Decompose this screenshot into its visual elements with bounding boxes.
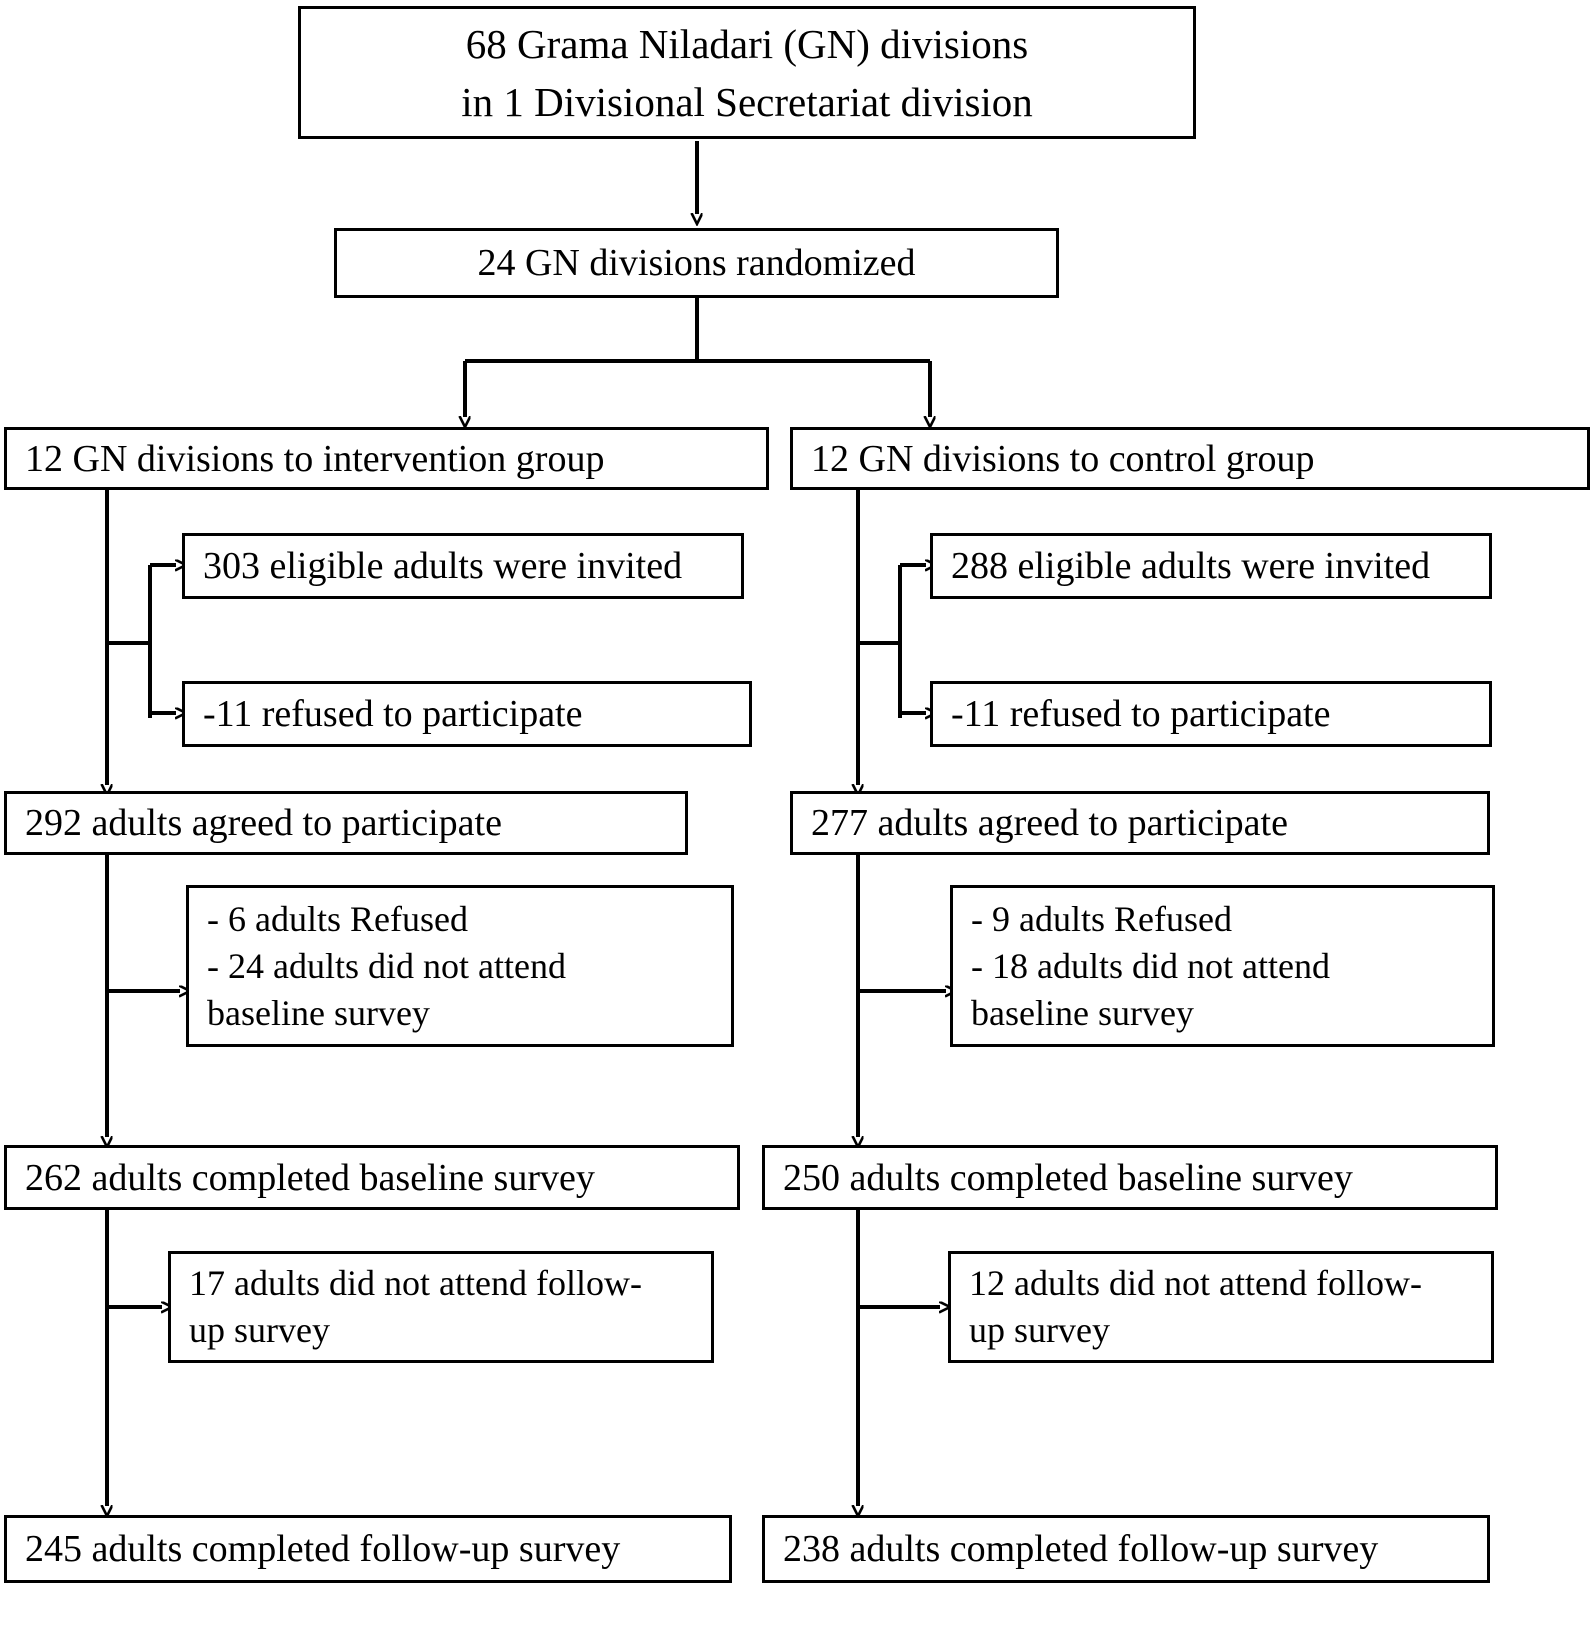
followup-completed-intervention-label: 245 adults completed follow-up survey [25, 1528, 621, 1570]
baseline-completed-intervention-label: 262 adults completed baseline survey [25, 1156, 595, 1199]
box-study-population: 68 Grama Niladari (GN) divisions in 1 Di… [298, 6, 1196, 139]
agreed-intervention-label: 292 adults agreed to participate [25, 802, 502, 844]
baseline-loss-control-line-3: baseline survey [971, 992, 1194, 1033]
followup-completed-control-label: 238 adults completed follow-up survey [783, 1528, 1379, 1570]
refused-invite-intervention-label: -11 refused to participate [203, 693, 583, 735]
agreed-control-label: 277 adults agreed to participate [811, 802, 1288, 844]
box-baseline-completed-control: 250 adults completed baseline survey [762, 1145, 1498, 1210]
followup-loss-intervention-line-2: up survey [189, 1310, 330, 1350]
invited-control-label: 288 eligible adults were invited [951, 545, 1431, 587]
box-followup-completed-control: 238 adults completed follow-up survey [762, 1515, 1490, 1583]
box-followup-losses-control: 12 adults did not attend follow- up surv… [948, 1251, 1494, 1363]
followup-loss-control-line-1: 12 adults did not attend follow- [969, 1263, 1422, 1303]
box-refused-invite-intervention: -11 refused to participate [182, 681, 752, 747]
baseline-loss-intervention-line-3: baseline survey [207, 992, 430, 1033]
study-population-line-2: in 1 Divisional Secretariat division [461, 78, 1033, 125]
box-agreed-intervention: 292 adults agreed to participate [4, 791, 688, 855]
baseline-loss-control-line-1: - 9 adults Refused [971, 898, 1232, 939]
randomized-label: 24 GN divisions randomized [477, 242, 916, 284]
box-baseline-losses-intervention: - 6 adults Refused - 24 adults did not a… [186, 885, 734, 1047]
baseline-loss-intervention-line-2: - 24 adults did not attend [207, 945, 566, 986]
invited-intervention-label: 303 eligible adults were invited [203, 545, 683, 587]
box-followup-losses-intervention: 17 adults did not attend follow- up surv… [168, 1251, 714, 1363]
allocation-control-label: 12 GN divisions to control group [811, 437, 1315, 480]
baseline-completed-control-label: 250 adults completed baseline survey [783, 1156, 1353, 1199]
box-agreed-control: 277 adults agreed to participate [790, 791, 1490, 855]
baseline-loss-intervention-line-1: - 6 adults Refused [207, 898, 468, 939]
followup-loss-intervention-line-1: 17 adults did not attend follow- [189, 1263, 642, 1303]
followup-loss-control-line-2: up survey [969, 1310, 1110, 1350]
box-allocation-intervention: 12 GN divisions to intervention group [4, 427, 769, 490]
box-invited-intervention: 303 eligible adults were invited [182, 533, 744, 599]
baseline-loss-control-line-2: - 18 adults did not attend [971, 945, 1330, 986]
box-allocation-control: 12 GN divisions to control group [790, 427, 1590, 490]
box-baseline-losses-control: - 9 adults Refused - 18 adults did not a… [950, 885, 1495, 1047]
box-randomized: 24 GN divisions randomized [334, 228, 1059, 298]
allocation-intervention-label: 12 GN divisions to intervention group [25, 437, 605, 480]
box-invited-control: 288 eligible adults were invited [930, 533, 1492, 599]
box-refused-invite-control: -11 refused to participate [930, 681, 1492, 747]
refused-invite-control-label: -11 refused to participate [951, 693, 1331, 735]
box-followup-completed-intervention: 245 adults completed follow-up survey [4, 1515, 732, 1583]
box-baseline-completed-intervention: 262 adults completed baseline survey [4, 1145, 740, 1210]
study-population-line-1: 68 Grama Niladari (GN) divisions [465, 20, 1029, 67]
